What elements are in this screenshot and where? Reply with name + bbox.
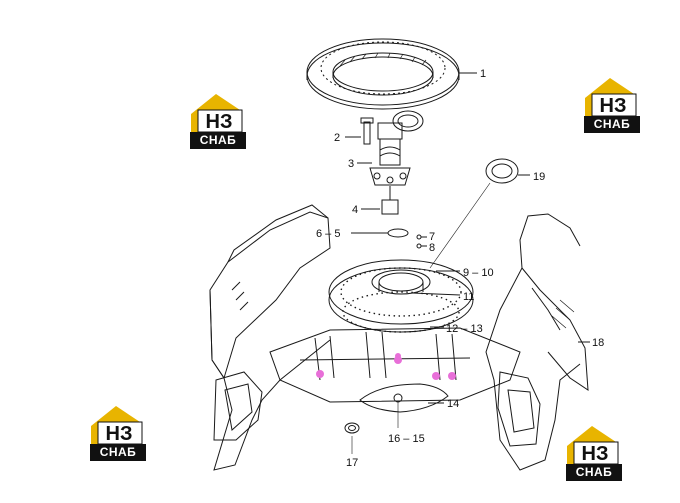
nut-part <box>416 243 422 249</box>
callout-7: 7 <box>429 231 435 243</box>
callout-17: 17 <box>346 457 358 469</box>
house-logo-icon: НЗ <box>191 94 243 134</box>
bolt-part <box>360 117 374 145</box>
dust-seal-part <box>485 158 519 184</box>
watermark-word: СНАБ <box>566 464 622 481</box>
svg-text:НЗ: НЗ <box>206 111 233 133</box>
watermark-logo: НЗ СНАБ <box>582 76 644 136</box>
leader-line-11 <box>411 292 461 296</box>
watermark-word: СНАБ <box>584 116 640 133</box>
callout-6-5: 6 – 5 <box>316 228 340 240</box>
callout-8: 8 <box>429 242 435 254</box>
watermark-logo: НЗ СНАБ <box>88 404 150 464</box>
callout-19: 19 <box>533 171 545 183</box>
house-logo-icon: НЗ <box>585 78 637 118</box>
watermark-word: СНАБ <box>190 132 246 149</box>
o-ring-part <box>387 228 409 238</box>
callout-1: 1 <box>480 68 486 80</box>
svg-text:НЗ: НЗ <box>582 443 609 465</box>
callout-labels: 1 2 3 4 6 – 5 7 8 9 – 10 11 12 – 13 14 1… <box>316 68 604 469</box>
callout-3: 3 <box>348 158 354 170</box>
car-body-frame <box>209 204 589 471</box>
swivel-joint-part <box>369 122 411 186</box>
callout-9-10: 9 – 10 <box>463 267 494 279</box>
slewing-ring-part <box>306 38 460 110</box>
callout-18: 18 <box>592 337 604 349</box>
watermark-word: СНАБ <box>90 444 146 461</box>
house-logo-icon: НЗ <box>91 406 143 446</box>
callout-14: 14 <box>447 398 459 410</box>
watermark-logo: НЗ СНАБ <box>564 424 626 484</box>
callout-2: 2 <box>334 132 340 144</box>
plug-part <box>344 422 360 434</box>
washer-part <box>416 234 422 240</box>
callout-12-13: 12 – 13 <box>446 323 483 335</box>
highlight-marks <box>316 353 456 380</box>
rotor-part <box>381 186 399 215</box>
svg-text:НЗ: НЗ <box>106 423 133 445</box>
watermark-logo: НЗ СНАБ <box>188 92 250 152</box>
leader-line-19b <box>429 182 491 269</box>
callout-16-15: 16 – 15 <box>388 433 425 445</box>
seal-ring-part <box>392 110 424 132</box>
callout-4: 4 <box>352 204 358 216</box>
house-logo-icon: НЗ <box>567 426 619 466</box>
callout-11: 11 <box>463 291 474 303</box>
svg-text:НЗ: НЗ <box>600 95 627 117</box>
